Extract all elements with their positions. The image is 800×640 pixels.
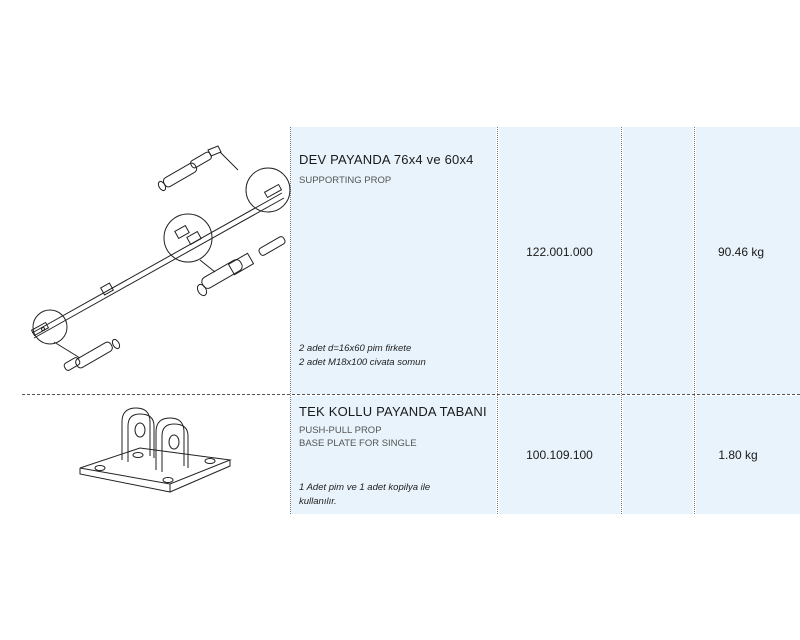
row2-weight: 1.80 kg — [718, 448, 758, 462]
supporting-prop-drawing — [30, 145, 291, 371]
row2-desc-cell — [291, 396, 496, 514]
row2-product-code: 100.109.100 — [526, 448, 593, 462]
row1-note-line: 2 adet d=16x60 pim firkete — [299, 343, 412, 354]
base-plate-drawing — [79, 407, 232, 493]
column-divider — [497, 127, 498, 514]
row2-note-line: 1 Adet pim ve 1 adet kopilya ile — [299, 482, 431, 493]
row1-note-line: 2 adet M18x100 civata somun — [299, 357, 426, 368]
row1-weight: 90.46 kg — [717, 245, 765, 259]
row2-note-line: kullanılır. — [299, 496, 337, 507]
column-divider — [290, 127, 291, 514]
row2-product-title: TEK KOLLU PAYANDA TABANI — [299, 404, 487, 419]
row1-subtitle-line: SUPPORTING PROP — [299, 175, 392, 186]
column-divider — [621, 127, 622, 514]
row2-subtitle-line: PUSH-PULL PROP — [299, 425, 382, 436]
row1-product-title: DEV PAYANDA 76x4 ve 60x4 — [299, 152, 474, 167]
row2-weight-cell — [696, 396, 800, 514]
row1-code-cell — [499, 127, 620, 394]
row-divider — [22, 394, 800, 395]
row1-empty-cell — [623, 127, 693, 394]
row1-product-code: 122.001.000 — [526, 245, 593, 259]
row2-code-cell — [499, 396, 620, 514]
column-divider — [694, 127, 695, 514]
row2-empty-cell — [623, 396, 693, 514]
row1-desc-cell — [291, 127, 496, 394]
row1-weight-cell — [696, 127, 800, 394]
row2-subtitle-line: BASE PLATE FOR SINGLE — [299, 438, 417, 449]
